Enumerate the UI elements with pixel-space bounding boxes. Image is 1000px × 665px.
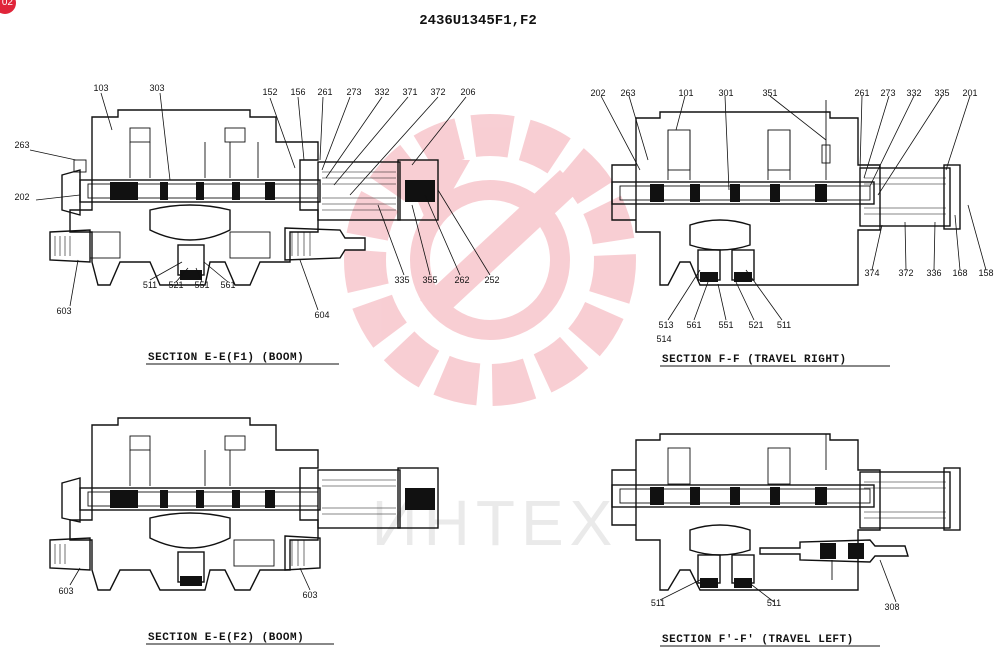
section-ee-f2-caption: SECTION E-E(F2) (BOOM) xyxy=(148,632,304,644)
part-callout-603: 603 xyxy=(56,306,71,316)
page-number-badge: 02 xyxy=(0,0,16,14)
part-callout-371: 371 xyxy=(402,87,417,97)
part-callout-604: 604 xyxy=(314,310,329,320)
part-callout-355: 355 xyxy=(422,275,437,285)
section-ee-f1-labels: 103 303 152 156 261 273 332 371 372 206 263 202 603 5… xyxy=(14,83,499,320)
part-callout-101: 101 xyxy=(678,88,693,98)
part-callout-551: 551 xyxy=(194,280,209,290)
part-callout-372: 372 xyxy=(898,268,913,278)
part-callout-273: 273 xyxy=(880,88,895,98)
part-callout-308: 308 xyxy=(884,602,899,612)
part-callout-561: 561 xyxy=(686,320,701,330)
part-callout-335: 335 xyxy=(394,275,409,285)
part-callout-152: 152 xyxy=(262,87,277,97)
watermark-logo: ИНТЕХ xyxy=(344,114,636,559)
part-callout-332: 332 xyxy=(906,88,921,98)
section-ee-f2-labels: 603 603 xyxy=(58,586,317,600)
part-callout-335: 335 xyxy=(934,88,949,98)
part-callout-514: 514 xyxy=(656,334,671,344)
part-callout-156: 156 xyxy=(290,87,305,97)
part-callout-201: 201 xyxy=(962,88,977,98)
part-callout-252: 252 xyxy=(484,275,499,285)
part-callout-561: 561 xyxy=(220,280,235,290)
part-callout-261: 261 xyxy=(854,88,869,98)
page-title: 2436U1345F1,F2 xyxy=(419,13,537,29)
part-callout-261: 261 xyxy=(317,87,332,97)
part-callout-374: 374 xyxy=(864,268,879,278)
part-callout-103: 103 xyxy=(93,83,108,93)
part-callout-303: 303 xyxy=(149,83,164,93)
section-ff-prime-labels: 511 511 308 xyxy=(651,598,900,612)
part-callout-202: 202 xyxy=(14,192,29,202)
section-ff-labels: 202 263 101 301 351 261 273 332 335 201 374 372 336 1… xyxy=(590,88,993,344)
section-ee-f1-drawing: 103 303 152 156 261 273 332 371 372 206 263 202 603 5… xyxy=(14,83,500,365)
part-callout-168: 168 xyxy=(952,268,967,278)
section-ee-f2-drawing: 603 603 SECTION E-E(F2) (BOOM) xyxy=(49,417,439,645)
part-callout-603: 603 xyxy=(302,590,317,600)
section-ee-f1-caption: SECTION E-E(F1) (BOOM) xyxy=(148,352,304,364)
part-callout-263: 263 xyxy=(14,140,29,150)
part-callout-332: 332 xyxy=(374,87,389,97)
section-ff-caption: SECTION F-F (TRAVEL RIGHT) xyxy=(662,354,847,366)
part-callout-511: 511 xyxy=(651,598,665,608)
part-callout-511: 511 xyxy=(767,598,781,608)
part-callout-603: 603 xyxy=(58,586,73,596)
part-callout-273: 273 xyxy=(346,87,361,97)
part-callout-521: 521 xyxy=(748,320,763,330)
section-ff-drawing: 202 263 101 301 351 261 273 332 335 201 374 372 336 1… xyxy=(590,88,994,367)
part-callout-513: 513 xyxy=(658,320,673,330)
part-callout-263: 263 xyxy=(620,88,635,98)
part-callout-336: 336 xyxy=(926,268,941,278)
part-callout-551: 551 xyxy=(718,320,733,330)
part-callout-301: 301 xyxy=(718,88,733,98)
part-callout-511: 511 xyxy=(777,320,791,330)
part-callout-206: 206 xyxy=(460,87,475,97)
part-callout-521: 521 xyxy=(168,280,183,290)
section-ff-prime-drawing: 511 511 308 SECTION F′-F′ (TRAVEL LEFT) xyxy=(611,433,961,647)
part-callout-511: 511 xyxy=(143,280,157,290)
part-callout-372: 372 xyxy=(430,87,445,97)
part-callout-202: 202 xyxy=(590,88,605,98)
part-callout-262: 262 xyxy=(454,275,469,285)
part-callout-351: 351 xyxy=(762,88,777,98)
section-ff-prime-caption: SECTION F′-F′ (TRAVEL LEFT) xyxy=(662,634,854,646)
part-callout-158: 158 xyxy=(978,268,993,278)
